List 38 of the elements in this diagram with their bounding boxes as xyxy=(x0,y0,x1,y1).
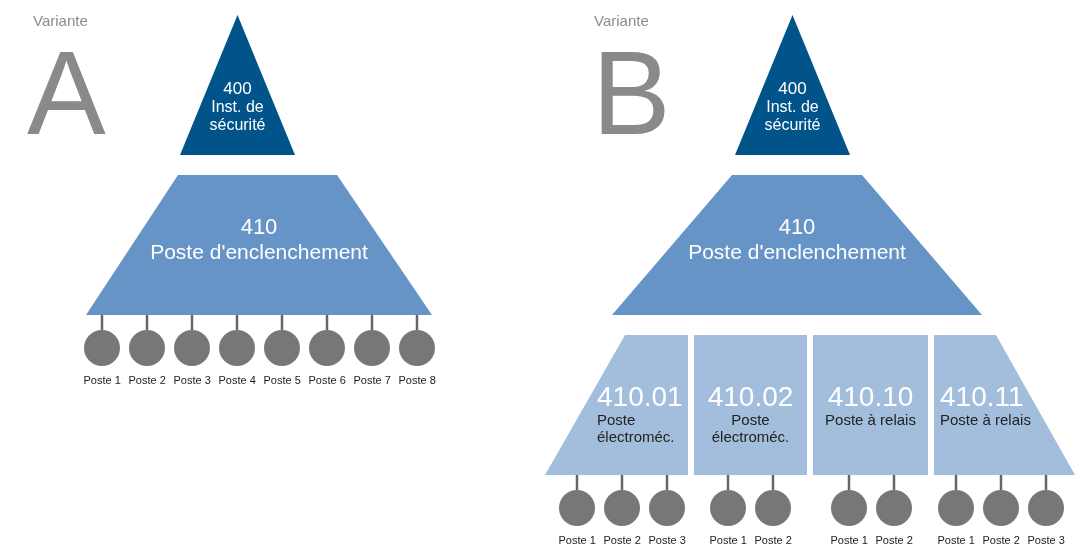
tier-number: 410.11 xyxy=(940,381,1025,413)
tier-title: Poste à relais xyxy=(824,412,917,430)
post-label: Poste 2 xyxy=(754,535,792,546)
tier-number: 400 xyxy=(222,79,253,99)
tier-title: Inst. de sécurité xyxy=(208,98,267,134)
post-label: Poste 5 xyxy=(263,375,301,386)
variant-letter: A xyxy=(27,34,106,152)
variant-letter: B xyxy=(592,34,671,152)
tier-number: 400 xyxy=(777,79,808,99)
tier-number: 410 xyxy=(777,215,817,240)
post-label: Poste 1 xyxy=(558,535,596,546)
tier-title: Poste électroméc. xyxy=(597,412,676,446)
tier-title: Poste à relais xyxy=(940,412,1032,430)
post-label: Poste 2 xyxy=(875,535,913,546)
post-label: Poste 3 xyxy=(173,375,211,386)
post-label: Poste 1 xyxy=(830,535,868,546)
tier-title: Poste d'enclenchement xyxy=(149,239,369,264)
tier-title: Poste d'enclenchement xyxy=(687,239,907,264)
tier-title: Poste électroméc. xyxy=(710,412,791,446)
post-label: Poste 4 xyxy=(218,375,256,386)
variant-caption: Variante xyxy=(33,13,88,28)
post-label: Poste 1 xyxy=(83,375,121,386)
post-label: Poste 2 xyxy=(982,535,1020,546)
post-label: Poste 3 xyxy=(648,535,686,546)
tier-number: 410.01 xyxy=(597,381,684,413)
post-label: Poste 2 xyxy=(128,375,166,386)
tier-number: 410 xyxy=(239,215,279,240)
post-label: Poste 3 xyxy=(1027,535,1065,546)
post-label: Poste 1 xyxy=(709,535,747,546)
tier-number: 410.02 xyxy=(706,381,795,413)
tier-title: Inst. de sécurité xyxy=(763,98,822,134)
post-label: Poste 6 xyxy=(308,375,346,386)
post-label: Poste 8 xyxy=(398,375,436,386)
post-label: Poste 2 xyxy=(603,535,641,546)
variant-caption: Variante xyxy=(594,13,649,28)
tier-number: 410.10 xyxy=(826,381,915,413)
post-label: Poste 1 xyxy=(937,535,975,546)
post-label: Poste 7 xyxy=(353,375,391,386)
